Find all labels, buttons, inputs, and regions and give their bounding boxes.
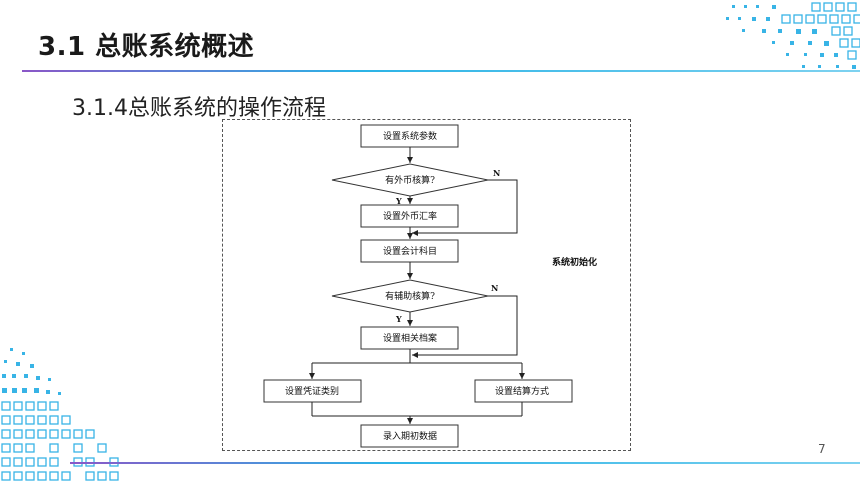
system-init-side-label: 系统初始化 [552,256,597,268]
step-archives-label: 设置相关档案 [383,332,437,344]
no-label-2: N [491,283,498,293]
no-label-1: N [493,168,500,178]
step-accounts-label: 设置会计科目 [383,245,437,257]
flowchart: 设置系统参数 有外币核算? 设置外币汇率 设置会计科目 有辅助核算? 设置相关档… [263,124,597,448]
bottom-left-decoration [1,348,119,481]
yes-label-1: Y [395,196,402,206]
step-opening-data-box [360,424,459,448]
decision-foreign-label: 有外币核算? [385,174,435,186]
slide-title: 3.1 总账系统概述 [38,32,255,62]
step-set-params-label: 设置系统参数 [383,130,437,142]
flowchart-frame [222,119,631,451]
section-subtitle: 3.1.4总账系统的操作流程 [72,96,326,121]
top-right-decoration [726,2,860,69]
step-exchange-rate-label: 设置外币汇率 [383,210,437,222]
step-settlement-box [474,379,573,403]
page-number: 7 [818,442,826,456]
decision-aux-label: 有辅助核算? [385,290,435,302]
step-settlement-label: 设置结算方式 [495,385,549,397]
footer-divider [70,462,860,464]
step-opening-data-label: 录入期初数据 [383,430,437,442]
title-divider [22,70,860,72]
yes-label-2: Y [395,314,402,324]
step-voucher-types-label: 设置凭证类别 [285,385,339,397]
